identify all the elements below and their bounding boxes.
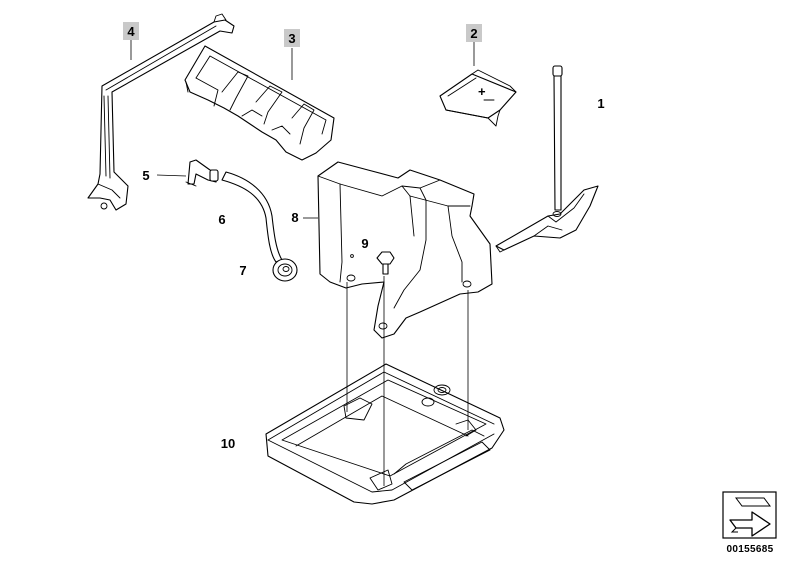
part-3-cover	[184, 45, 335, 161]
callout-3-highlight	[284, 29, 300, 47]
callout-6: 6	[218, 212, 225, 227]
part-6-hose	[221, 171, 283, 263]
arrow-icon[interactable]	[722, 491, 777, 539]
callout-9: 9	[361, 236, 368, 251]
assembly-guide-lines	[346, 276, 469, 486]
callout-4: 4	[127, 24, 135, 39]
callouts: 4 3 2 1 5 6 7 8 9 10	[123, 22, 605, 451]
part-10-tray	[265, 363, 505, 505]
part-2-terminal-cover: +	[439, 69, 517, 127]
part-8-holder	[317, 161, 493, 339]
callout-5: 5	[142, 168, 149, 183]
callout-2-highlight	[466, 24, 482, 42]
callout-2: 2	[470, 26, 477, 41]
callout-8: 8	[291, 210, 298, 225]
part-1-tie-rod	[495, 65, 599, 253]
callout-leaders	[130, 40, 475, 219]
callout-7: 7	[239, 263, 246, 278]
callout-3: 3	[288, 31, 295, 46]
callout-10: 10	[221, 436, 235, 451]
part-5-elbow	[185, 159, 219, 187]
callout-1: 1	[597, 96, 604, 111]
terminal-plus-symbol: +	[478, 84, 486, 99]
part-4-strap	[87, 13, 235, 211]
part-9-bolt	[350, 251, 395, 275]
catalog-number: 00155685	[727, 544, 774, 555]
callout-4-highlight	[123, 22, 139, 40]
part-7-grommet	[272, 258, 298, 282]
